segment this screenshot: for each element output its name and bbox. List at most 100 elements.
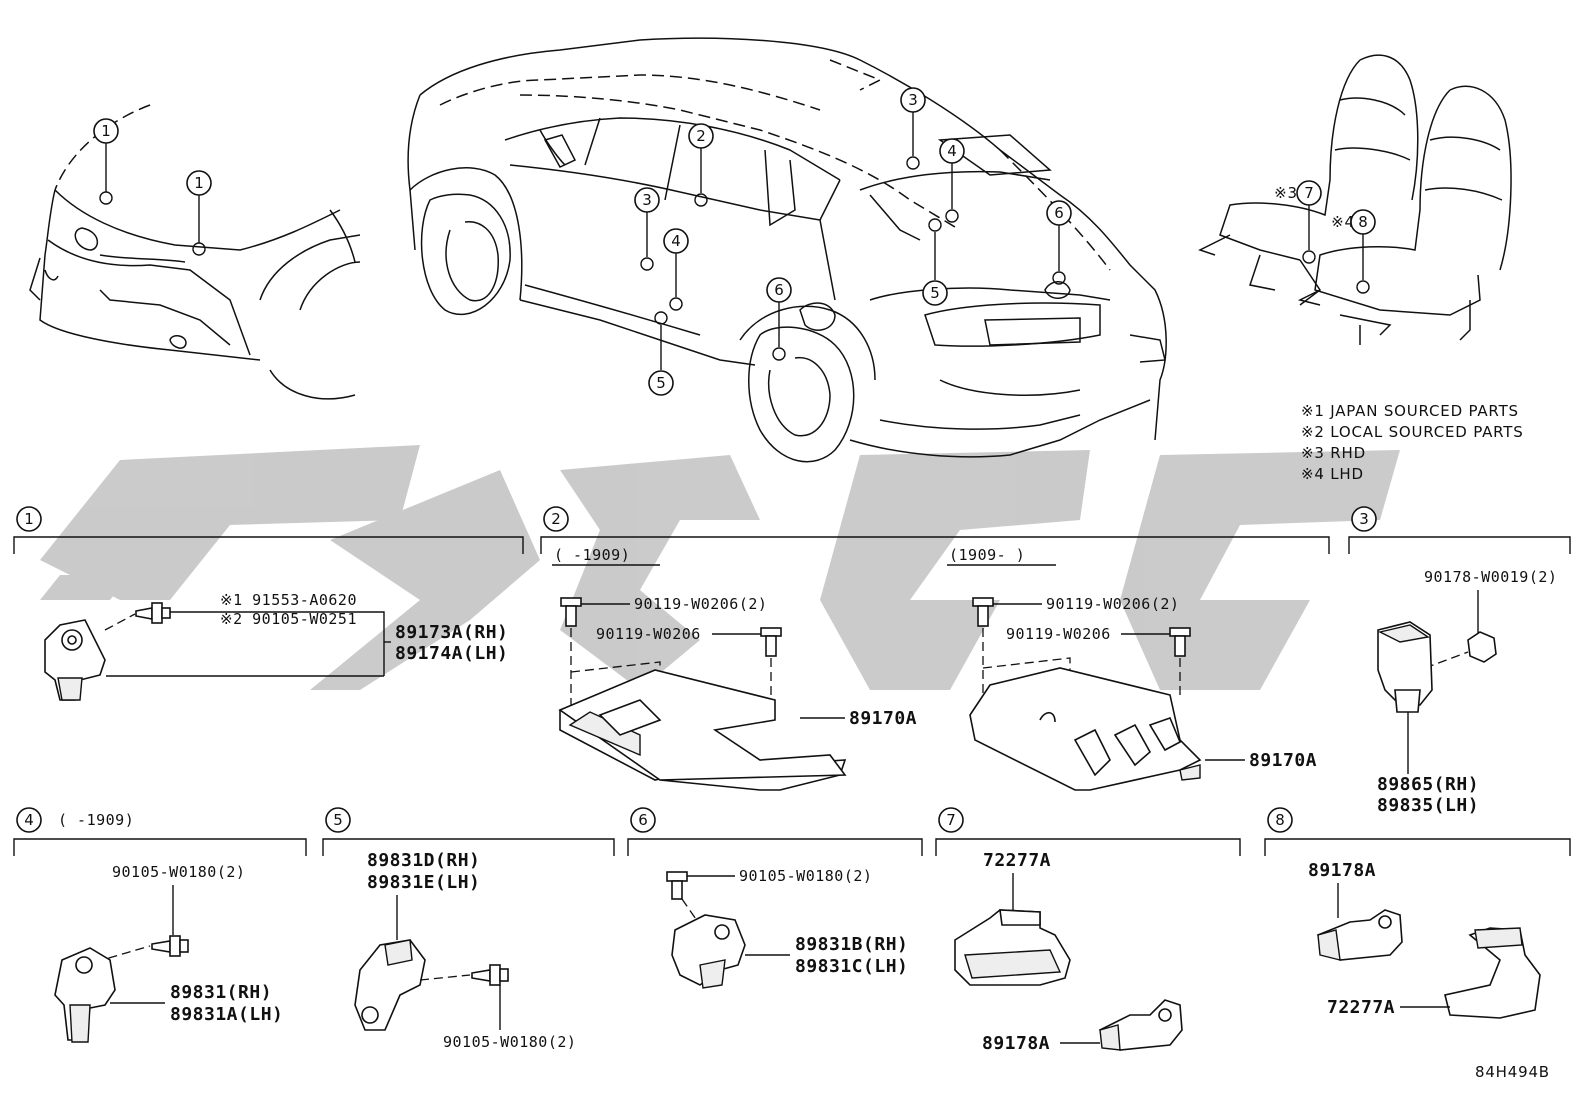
callout-seat-7[interactable]: 7	[1296, 180, 1322, 264]
section-7-number[interactable]	[938, 807, 964, 833]
callout-car-4b[interactable]: 4	[939, 138, 965, 223]
bolt-91553-icon[interactable]	[135, 602, 171, 624]
right-unit-label: 89170A	[1249, 750, 1317, 771]
svg-text:5: 5	[930, 284, 940, 302]
callout-front-1b[interactable]: 1	[186, 170, 212, 256]
section-4: 4 ( -1909) 90105-W0180(2) 89831(RH) 8983…	[13, 807, 307, 1043]
side-impact-sensor-front-door-icon[interactable]	[54, 947, 116, 1043]
seat-rhd-mark: ※3	[1274, 184, 1298, 202]
airbag-control-unit-left-icon[interactable]	[558, 669, 847, 791]
note-japan-sourced: ※1 JAPAN SOURCED PARTS	[1301, 402, 1519, 420]
svg-text:4: 4	[24, 811, 34, 829]
sensor-rh-label: 89831B(RH)	[795, 934, 908, 955]
svg-text:1: 1	[194, 174, 204, 192]
section-6-number[interactable]	[630, 807, 656, 833]
seat-position-bracket-icon[interactable]	[1444, 927, 1541, 1019]
seat-position-bracket-icon[interactable]	[954, 909, 1071, 986]
right-bolt-a-label: 90119-W0206(2)	[1046, 595, 1179, 613]
section-8-number[interactable]	[1267, 807, 1293, 833]
callout-car-5b[interactable]: 5	[922, 218, 948, 306]
sensor-lh-label: 89835(LH)	[1377, 795, 1479, 816]
seat-position-sensor-icon[interactable]	[1098, 999, 1183, 1051]
left-range-label: ( -1909)	[554, 546, 630, 564]
bolt-90119-right-b-icon[interactable]	[1169, 627, 1191, 657]
sensor-rh-label: 89173A(RH)	[395, 622, 508, 643]
diagram-code: 84H494B	[1475, 1063, 1550, 1081]
svg-text:7: 7	[1304, 184, 1314, 202]
svg-text:6: 6	[638, 811, 648, 829]
side-impact-sensor-rear-icon[interactable]	[671, 914, 746, 989]
svg-text:3: 3	[1359, 510, 1369, 528]
bolt-90119-left-b-icon[interactable]	[760, 627, 782, 657]
left-bolt-b-label: 90119-W0206	[596, 625, 701, 643]
section-8: 8 89178A 72277A	[1264, 807, 1571, 1019]
sensor-rh-label: 89831D(RH)	[367, 850, 480, 871]
seat-position-sensor-icon[interactable]	[1316, 909, 1403, 961]
overview-callouts: 1 1 2 3 4	[93, 87, 1376, 396]
seats-illustration	[1198, 54, 1512, 345]
bolt-label: 90105-W0180(2)	[112, 863, 245, 881]
svg-text:5: 5	[656, 374, 666, 392]
section-2: 2 ( -1909) (1909- ) 90119-W0206(2) 90119…	[540, 506, 1330, 791]
bracket-label: 72277A	[1327, 997, 1395, 1018]
callout-car-5a[interactable]: 5	[648, 311, 674, 396]
callout-car-3a[interactable]: 3	[634, 187, 660, 271]
svg-text:6: 6	[1054, 204, 1064, 222]
note-lhd: ※4 LHD	[1301, 465, 1364, 483]
section-5-number[interactable]	[325, 807, 351, 833]
note-rhd: ※3 RHD	[1301, 444, 1366, 462]
seat-lhd-mark: ※4	[1331, 213, 1355, 231]
section-1-number[interactable]	[16, 506, 42, 532]
svg-text:2: 2	[696, 127, 706, 145]
nut-90178-icon[interactable]	[1467, 631, 1497, 663]
svg-text:7: 7	[946, 811, 956, 829]
svg-text:4: 4	[947, 142, 957, 160]
callout-front-1a[interactable]: 1	[93, 118, 119, 205]
section-1: 1 ※1 91553-A0620 ※2 90105-W0251 89173A(R…	[13, 506, 524, 701]
bracket-label: 72277A	[983, 850, 1051, 871]
section-7: 7 72277A 89178A	[935, 807, 1241, 1054]
svg-text:8: 8	[1358, 213, 1368, 231]
svg-text:3: 3	[642, 191, 652, 209]
svg-text:4: 4	[671, 232, 681, 250]
callout-car-4a[interactable]: 4	[663, 228, 689, 311]
front-impact-sensor-icon[interactable]	[44, 619, 106, 701]
bolt-90105-icon[interactable]	[471, 964, 509, 986]
right-bolt-b-label: 90119-W0206	[1006, 625, 1111, 643]
section-3: 3 90178-W0019(2) 89865(RH) 89835(LH)	[1348, 506, 1571, 816]
callout-car-6a[interactable]: 6	[766, 277, 792, 361]
left-unit-label: 89170A	[849, 708, 917, 729]
bolt-label: 90105-W0180(2)	[443, 1033, 576, 1051]
sensor-lh-label: 89831A(LH)	[170, 1004, 283, 1025]
sensor-lh-label: 89831C(LH)	[795, 956, 908, 977]
bolt-90105-icon[interactable]	[151, 935, 189, 957]
bolt-japan-label: ※1 91553-A0620	[220, 591, 357, 609]
sensor-lh-label: 89174A(LH)	[395, 643, 508, 664]
svg-text:1: 1	[101, 122, 111, 140]
sensor-label: 89178A	[982, 1033, 1050, 1054]
svg-text:2: 2	[551, 510, 561, 528]
airbag-control-unit-right-icon[interactable]	[969, 667, 1202, 791]
left-bolt-a-label: 90119-W0206(2)	[634, 595, 767, 613]
nut-label: 90178-W0019(2)	[1424, 568, 1557, 586]
callout-seat-8[interactable]: 8	[1350, 209, 1376, 294]
svg-text:6: 6	[774, 281, 784, 299]
sensor-label: 89178A	[1308, 860, 1376, 881]
section-3-number[interactable]	[1351, 506, 1377, 532]
sensor-lh-label: 89831E(LH)	[367, 872, 480, 893]
bolt-90119-left-a-icon[interactable]	[560, 597, 582, 627]
right-range-label: (1909- )	[949, 546, 1025, 564]
section-4-number[interactable]	[16, 807, 42, 833]
callout-car-2[interactable]: 2	[688, 123, 714, 207]
side-impact-sensor-rear-door-icon[interactable]	[354, 939, 426, 1031]
side-impact-sensor-b-pillar-icon[interactable]	[1377, 621, 1433, 713]
front-view-illustration	[29, 104, 361, 400]
callout-car-6b[interactable]: 6	[1046, 200, 1072, 285]
svg-text:5: 5	[333, 811, 343, 829]
section-2-number[interactable]	[543, 506, 569, 532]
bolt-90119-right-a-icon[interactable]	[972, 597, 994, 627]
range-label: ( -1909)	[58, 811, 134, 829]
callout-car-3b[interactable]: 3	[900, 87, 926, 170]
bolt-90105-icon[interactable]	[666, 871, 688, 900]
